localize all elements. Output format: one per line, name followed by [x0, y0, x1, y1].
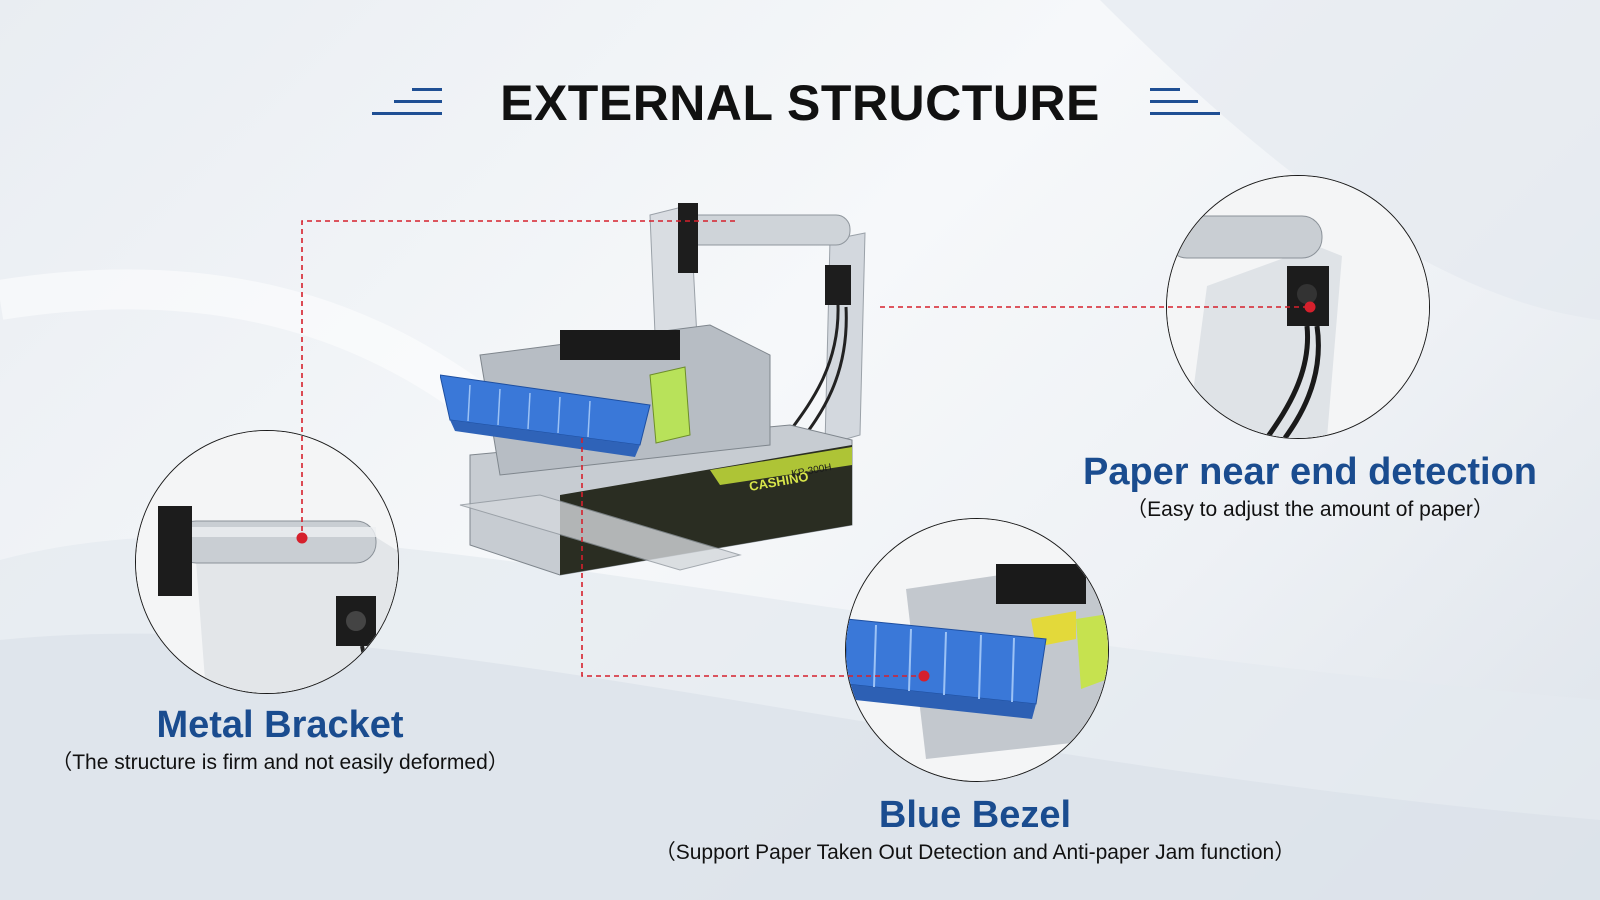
metal-bracket-heading: Metal Bracket	[156, 704, 404, 746]
printer-illustration: CASHINO KP-300H	[440, 203, 866, 576]
metal-bracket-subtext: （The structure is firm and not easily de…	[51, 751, 509, 774]
paper-near-end-heading: Paper near end detection	[1082, 451, 1537, 493]
page-title: EXTERNAL STRUCTURE	[500, 75, 1100, 131]
blue-bezel-label: Blue Bezel （Support Paper Taken Out Dete…	[600, 793, 1350, 867]
title-bar: EXTERNAL STRUCTURE	[0, 68, 1600, 138]
paper-near-end-label: Paper near end detection （Easy to adjust…	[1040, 450, 1580, 524]
blue-bezel-heading: Blue Bezel	[878, 794, 1072, 836]
metal-bracket-label: Metal Bracket （The structure is firm and…	[20, 703, 540, 777]
paper-near-end-subtext: （Easy to adjust the amount of paper）	[1126, 498, 1494, 521]
metal-bracket-zoom	[135, 430, 399, 694]
blue-bezel-zoom	[845, 518, 1109, 782]
paper-near-end-zoom	[1166, 175, 1430, 439]
blue-bezel-subtext: （Support Paper Taken Out Detection and A…	[654, 841, 1296, 864]
title-deco-right-icon	[1150, 88, 1220, 128]
title-deco-left-icon	[372, 88, 442, 128]
